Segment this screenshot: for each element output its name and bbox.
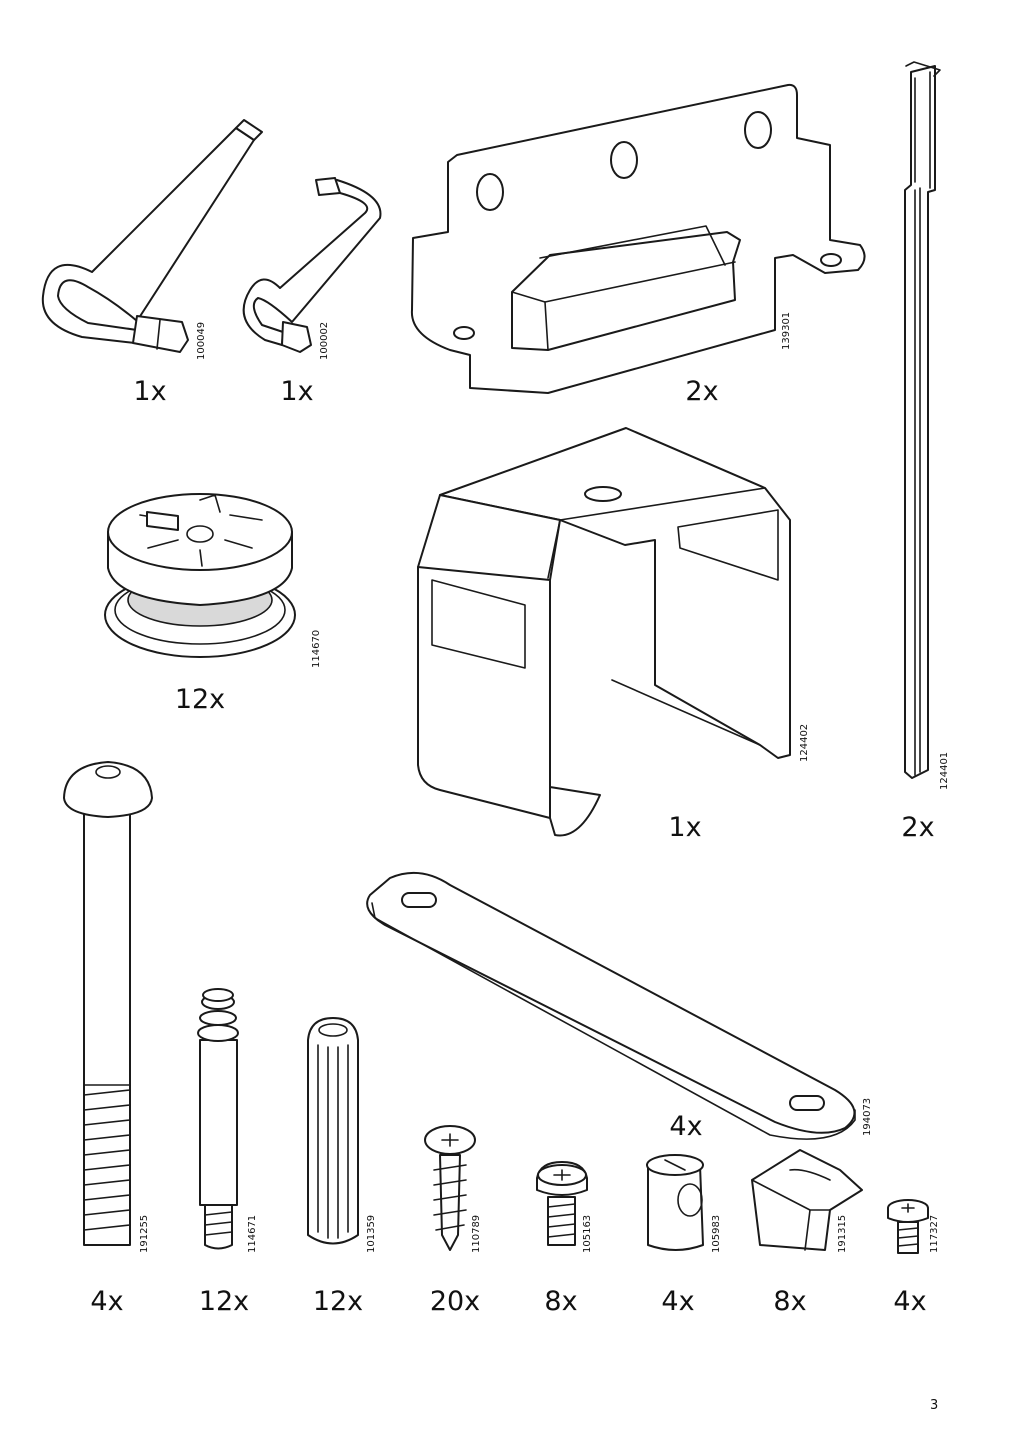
part-code: 124401: [939, 751, 950, 790]
part-code: 124402: [799, 723, 810, 762]
part-quantity: 1x: [280, 376, 314, 407]
machine-screw-drawing: [536, 1161, 588, 1246]
long-rail-drawing: [904, 61, 941, 779]
part-code: 100049: [196, 321, 207, 360]
part-code: 117327: [929, 1214, 940, 1253]
wooden-dowel-drawing: [307, 1017, 359, 1245]
part-code: 105163: [582, 1214, 593, 1253]
part-quantity: 2x: [685, 376, 719, 407]
part-quantity: 12x: [174, 684, 226, 715]
part-quantity: 12x: [312, 1286, 364, 1317]
part-quantity: 1x: [668, 812, 702, 843]
part-quantity: 4x: [661, 1286, 695, 1317]
part-code: 100002: [319, 321, 330, 360]
part-quantity: 2x: [901, 812, 935, 843]
part-quantity: 8x: [544, 1286, 578, 1317]
part-code: 110789: [471, 1214, 482, 1253]
part-code: 114671: [247, 1214, 258, 1253]
large-allen-key-drawing: [41, 119, 263, 353]
part-code: 191255: [139, 1214, 150, 1253]
part-code: 101359: [366, 1214, 377, 1253]
part-quantity: 4x: [90, 1286, 124, 1317]
cam-pin-drawing: [197, 988, 239, 1250]
part-quantity: 4x: [669, 1111, 703, 1142]
wall-bracket-drawing: [410, 83, 866, 394]
part-code: 114670: [311, 629, 322, 668]
flat-connector-plate-drawing: [366, 871, 856, 1140]
cam-lock-drawing: [104, 493, 296, 658]
small-allen-key-drawing: [242, 177, 382, 353]
small-screw-drawing: [887, 1199, 929, 1254]
part-code: 105983: [711, 1214, 722, 1253]
part-code: 139301: [781, 311, 792, 350]
u-bracket-drawing: [417, 427, 791, 837]
part-quantity: 4x: [893, 1286, 927, 1317]
wood-screw-drawing: [424, 1125, 476, 1251]
part-code: 191315: [837, 1214, 848, 1253]
part-quantity: 20x: [429, 1286, 481, 1317]
barrel-nut-drawing: [646, 1154, 704, 1251]
part-quantity: 12x: [198, 1286, 250, 1317]
plastic-cap-drawing: [751, 1149, 863, 1251]
part-quantity: 8x: [773, 1286, 807, 1317]
long-bolt-drawing: [63, 761, 153, 1246]
page-number: 3: [930, 1398, 939, 1413]
part-code: 194073: [862, 1097, 873, 1136]
part-quantity: 1x: [133, 376, 167, 407]
